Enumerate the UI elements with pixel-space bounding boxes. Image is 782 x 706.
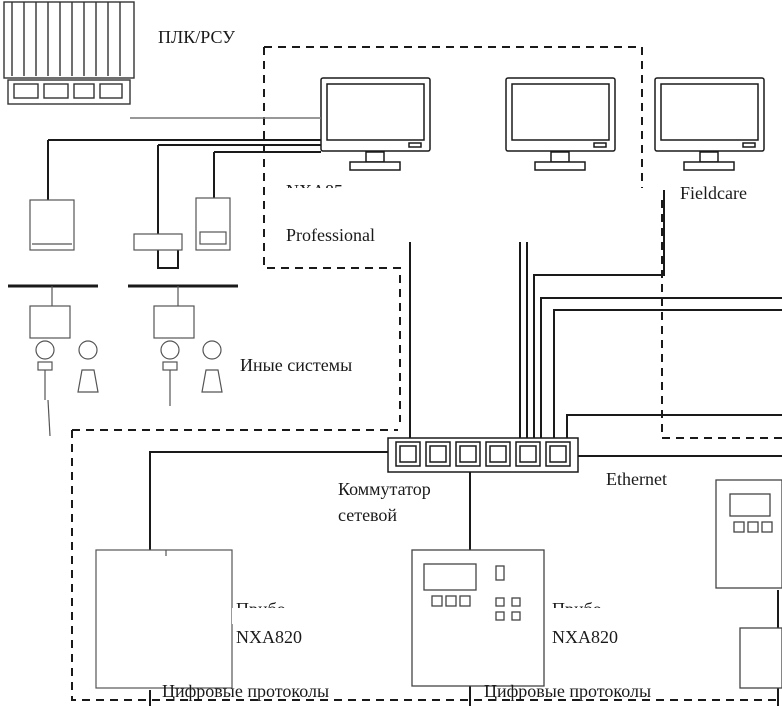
redaction-mask-top [284, 188, 654, 222]
device-right-top-icon [715, 479, 782, 589]
nxa820-left-icon [95, 549, 233, 689]
redaction-mask-top-right [394, 222, 634, 242]
plc-label: ПЛК/РСУ [158, 27, 235, 47]
other-systems-label: Иные системы [240, 355, 353, 375]
field-devices-icon [8, 197, 238, 437]
ethernet-label: Ethernet [606, 469, 667, 489]
digital-protocols-left-label: Цифровые протоколы [162, 681, 330, 701]
dashed-boundaries [71, 46, 782, 701]
fieldcare-label: Fieldcare [680, 183, 747, 203]
professional-label-partial: Professional [286, 225, 375, 245]
nxa820-mid-label: NXA820 [552, 627, 618, 647]
digital-protocols-mid-label: Цифровые протоколы [484, 681, 652, 701]
plc-rack-icon [3, 1, 135, 105]
monitor-fieldcare-icon [654, 77, 765, 171]
monitor-nxa85-icon [320, 77, 431, 171]
device-right-bottom-icon [739, 627, 782, 689]
redaction-mask-left [232, 608, 324, 624]
monitor-center-icon [505, 77, 616, 171]
switch-label-line2: сетевой [338, 505, 398, 525]
ethernet-switch-icon [387, 437, 579, 473]
nxa820-mid-icon [411, 549, 545, 687]
nxa820-left-label: NXA820 [236, 627, 302, 647]
switch-label-line1: Коммутатор [338, 479, 431, 499]
redaction-mask-mid [548, 608, 640, 624]
